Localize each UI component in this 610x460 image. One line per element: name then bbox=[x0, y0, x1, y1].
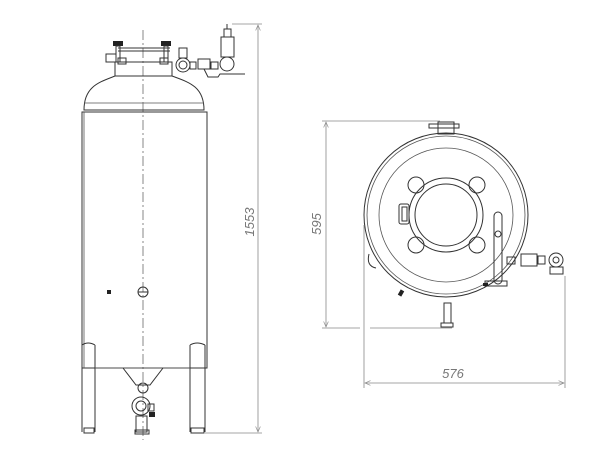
cone-bottom bbox=[122, 367, 164, 386]
tank-outline bbox=[363, 132, 529, 298]
height-dimension: 1553 bbox=[205, 23, 262, 434]
manway-knob bbox=[407, 236, 425, 254]
manway-knob bbox=[468, 176, 486, 194]
depth-dimension: 595 bbox=[309, 120, 452, 329]
tank-legs bbox=[81, 342, 206, 434]
sampling-valve bbox=[175, 57, 191, 73]
manway bbox=[408, 177, 484, 253]
pressure-relief-valve bbox=[219, 56, 235, 72]
bottom-valve bbox=[131, 396, 151, 416]
tank-body bbox=[81, 111, 208, 369]
manway-knob bbox=[407, 176, 425, 194]
hinge bbox=[398, 203, 410, 225]
top-view-tank bbox=[363, 121, 564, 328]
depth-dimension-label: 595 bbox=[309, 212, 324, 234]
front-view-tank bbox=[81, 24, 245, 440]
tank-dome bbox=[83, 75, 205, 111]
width-dimension-label: 576 bbox=[442, 366, 464, 381]
manway-neck bbox=[114, 61, 173, 77]
width-dimension: 576 bbox=[363, 225, 566, 388]
manway-knob bbox=[468, 236, 486, 254]
height-dimension-label: 1553 bbox=[242, 207, 257, 237]
pipe bbox=[493, 211, 503, 285]
